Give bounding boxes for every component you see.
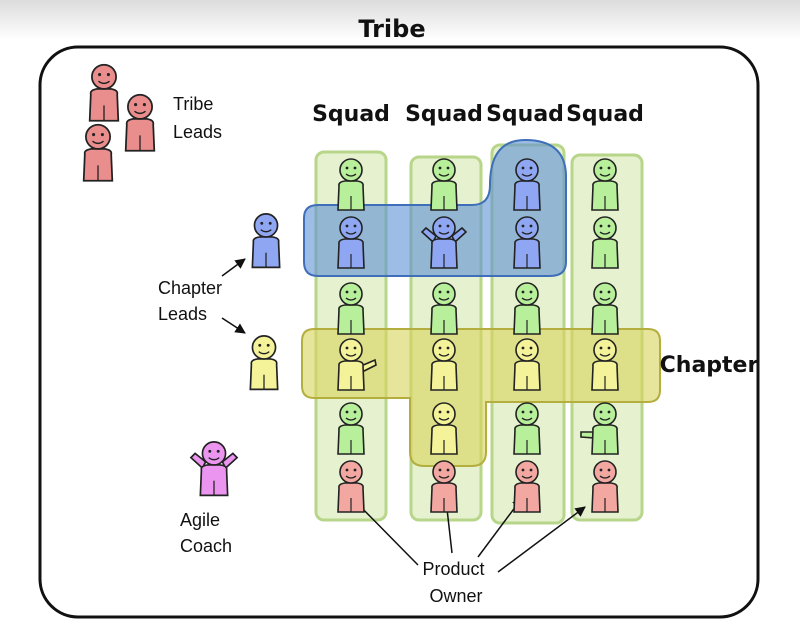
person-icon-yellow	[513, 338, 541, 391]
person-icon-green	[513, 282, 541, 335]
tribe-title: Tribe	[358, 15, 425, 43]
person-icon-green	[580, 402, 619, 455]
person-icon-blue	[513, 158, 541, 211]
person-icon-green	[513, 402, 541, 455]
arrow	[221, 317, 246, 334]
chapter-label: Chapter	[660, 353, 759, 378]
person-icon-green	[430, 282, 458, 335]
tribe-frame	[38, 45, 760, 619]
person-icon-yellow	[591, 338, 619, 391]
person-icon-pink	[513, 460, 541, 513]
chapter-band-yellow	[301, 328, 661, 467]
squad-label: Squad	[566, 102, 644, 127]
person-icon-green	[591, 216, 619, 269]
person-icon-yellow	[249, 335, 279, 391]
person-icon-blue	[513, 216, 541, 269]
agile-coach-line: Coach	[180, 536, 232, 556]
person-icon-yellow	[430, 402, 458, 455]
person-icon-pink	[591, 460, 619, 513]
product-owner-line: Owner	[429, 586, 482, 606]
person-icon-green	[337, 282, 365, 335]
people-layer	[82, 63, 619, 513]
person-icon-pink	[430, 460, 458, 513]
person-icon-pink	[337, 460, 365, 513]
tribe-leads-line: Tribe	[173, 94, 213, 114]
person-icon-green	[337, 402, 365, 455]
squad-label: Squad	[312, 102, 390, 127]
product-owner-line: Product	[422, 559, 484, 579]
arrow	[221, 258, 246, 277]
person-icon-yellow	[430, 338, 458, 391]
chapter-leads-line: Chapter	[158, 278, 222, 298]
chapter-leads-label: Chapter Leads	[158, 278, 227, 324]
person-icon-yellow	[337, 338, 377, 391]
tribe-leads-label: Tribe Leads	[173, 94, 222, 142]
person-icon-green	[591, 158, 619, 211]
person-icon-green	[430, 158, 458, 211]
person-icon-red	[88, 63, 120, 122]
squad-label: Squad	[486, 102, 564, 127]
agile-coach-label: Agile Coach	[180, 510, 232, 556]
squad-label: Squad	[405, 102, 483, 127]
product-owner-label: Product Owner	[422, 559, 489, 606]
person-icon-blue	[251, 213, 281, 269]
person-icon-blue	[337, 216, 365, 269]
person-icon-blue	[420, 216, 468, 269]
person-icon-green	[337, 158, 365, 211]
tribe-leads-line: Leads	[173, 122, 222, 142]
chapter-leads-line: Leads	[158, 304, 207, 324]
person-icon-red	[82, 123, 114, 182]
person-icon-violet	[189, 441, 239, 497]
person-icon-red	[124, 93, 156, 152]
person-icon-green	[591, 282, 619, 335]
arrow	[497, 506, 586, 573]
agile-coach-line: Agile	[180, 510, 220, 530]
